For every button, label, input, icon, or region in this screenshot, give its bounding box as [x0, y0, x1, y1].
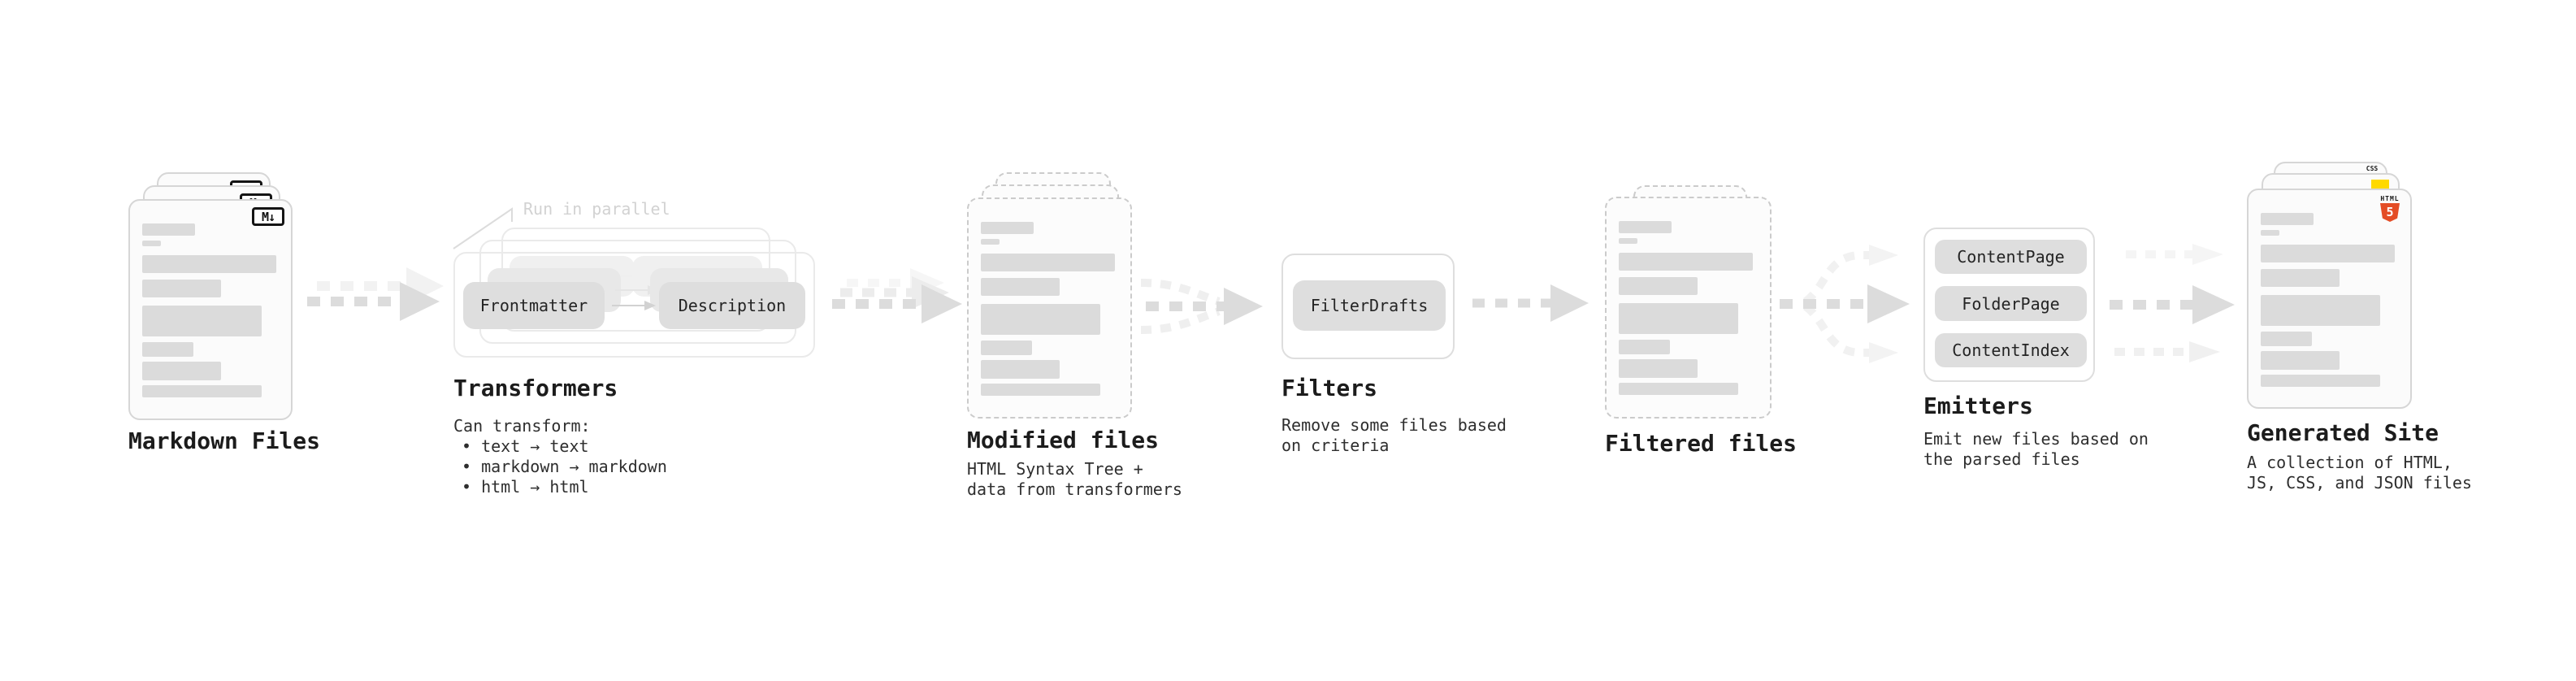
js-file-icon: [2371, 180, 2389, 189]
modified-files-title: Modified files: [967, 427, 1160, 453]
skeleton-text-lines: [2261, 213, 2395, 387]
arrow-emitters-to-generated: [2110, 244, 2235, 362]
modified-file-card-front: [967, 197, 1132, 419]
arrow-filtered-to-emitters: [1780, 245, 1910, 363]
modified-files-caption: HTML Syntax Tree + data from transformer…: [967, 459, 1182, 499]
emitters-caption: Emit new files based on the parsed files: [1923, 429, 2149, 469]
arrow-markdown-to-transformers: [307, 267, 444, 321]
contentpage-pill: ContentPage: [1935, 240, 2087, 274]
transformer-layer-front: Frontmatter Description: [453, 252, 815, 358]
generated-site-card-front: HTML 5: [2247, 189, 2412, 409]
description-pill: Description: [659, 282, 805, 329]
arrow-modified-to-filters: [1140, 279, 1263, 334]
folderpage-pill: FolderPage: [1935, 286, 2087, 321]
filtered-file-card-front: [1605, 197, 1772, 419]
transformers-bullet: • html → html: [462, 477, 589, 497]
skeleton-text-lines: [142, 223, 276, 397]
transformers-bullet: • text → text: [462, 436, 589, 456]
filters-caption: Remove some files based on criteria: [1281, 415, 1507, 455]
generated-site-title: Generated Site: [2247, 419, 2439, 446]
transformers-caption: Can transform:: [453, 416, 591, 436]
transformers-bullet: • markdown → markdown: [462, 457, 667, 476]
emitters-title: Emitters: [1923, 393, 2033, 419]
filtered-files-title: Filtered files: [1605, 430, 1798, 457]
generated-site-caption: A collection of HTML, JS, CSS, and JSON …: [2247, 453, 2472, 492]
run-in-parallel-note: Run in parallel: [523, 199, 670, 219]
transformers-title: Transformers: [453, 375, 618, 401]
contentindex-pill: ContentIndex: [1935, 333, 2087, 367]
skeleton-text-lines: [1619, 221, 1753, 395]
right-arrow-icon: [611, 301, 656, 310]
markdown-file-card-front: M↓: [128, 199, 293, 420]
skeleton-text-lines: [981, 222, 1115, 396]
markdown-files-title: Markdown Files: [128, 427, 321, 454]
filterdrafts-pill: FilterDrafts: [1293, 280, 1446, 331]
arrow-filters-to-filtered: [1472, 284, 1589, 322]
frontmatter-pill: Frontmatter: [463, 282, 605, 329]
emitters-container: ContentPage FolderPage ContentIndex: [1923, 228, 2095, 382]
markdown-icon: M↓: [252, 207, 284, 226]
filters-container: FilterDrafts: [1281, 254, 1455, 359]
filters-title: Filters: [1281, 375, 1378, 401]
arrow-transformers-to-modified: [832, 268, 962, 323]
html5-icon: HTML 5: [2378, 195, 2402, 222]
